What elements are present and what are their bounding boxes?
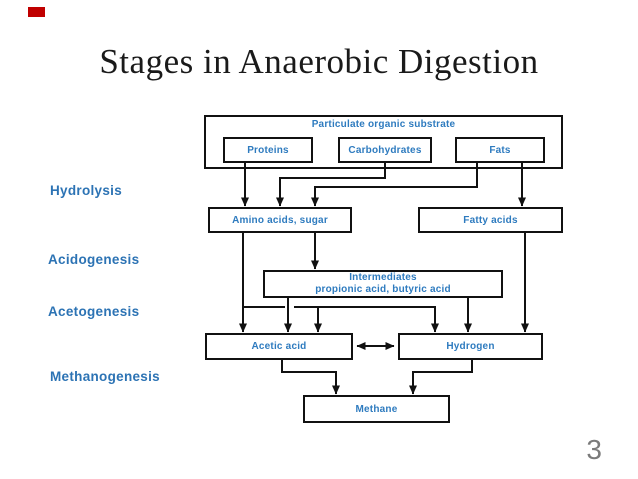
arrow-hydrogen-to-methane: [409, 360, 473, 395]
node-intermediates: Intermediates propionic acid, butyric ac…: [263, 270, 503, 298]
stage-label-acetogenesis: Acetogenesis: [48, 304, 140, 319]
node-sublabel: propionic acid, butyric acid: [315, 284, 451, 295]
node-label: Fatty acids: [463, 214, 518, 226]
page-number: 3: [586, 434, 602, 465]
node-label: Proteins: [247, 144, 289, 156]
node-carbohydrates: Carbohydrates: [338, 137, 432, 163]
node-methane: Methane: [303, 395, 450, 423]
node-label: Fats: [489, 144, 511, 156]
slide-title: Stages in Anaerobic Digestion: [99, 42, 539, 81]
node-fatty-acids: Fatty acids: [418, 207, 563, 233]
node-acetic-acid: Acetic acid: [205, 333, 353, 360]
node-particulate-organic-substrate: Particulate organic substrate: [204, 115, 563, 169]
stage-label-methanogenesis: Methanogenesis: [50, 369, 160, 384]
node-label: Intermediates: [349, 272, 417, 283]
node-amino-acids-sugar: Amino acids, sugar: [208, 207, 352, 233]
red-accent-mark: [28, 7, 45, 17]
arrow-branch-to-hydrogen: [294, 306, 439, 333]
node-fats: Fats: [455, 137, 545, 163]
arrow-acetic-acid-to-methane: [281, 360, 340, 395]
node-label: Methane: [355, 403, 398, 415]
stage-label-acidogenesis: Acidogenesis: [48, 252, 140, 267]
node-label: Particulate organic substrate: [311, 119, 456, 130]
stage-label-hydrolysis: Hydrolysis: [50, 183, 123, 198]
node-label: Acetic acid: [251, 341, 307, 352]
node-hydrogen: Hydrogen: [398, 333, 543, 360]
node-label: Amino acids, sugar: [232, 214, 328, 226]
arrow-fats-to-amino-acids: [311, 163, 478, 207]
node-label: Carbohydrates: [348, 144, 422, 156]
node-proteins: Proteins: [223, 137, 313, 163]
arrow-carbohydrates-to-amino-acids: [276, 163, 386, 207]
node-label: Hydrogen: [446, 341, 495, 352]
